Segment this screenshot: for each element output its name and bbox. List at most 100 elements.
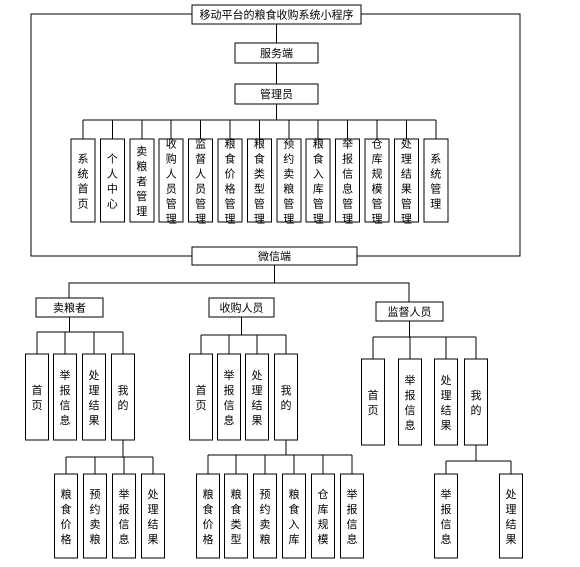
admin-module-6-label: 粮食价格管理 xyxy=(225,137,236,226)
admin-module-2-label: 个人中心 xyxy=(107,153,118,211)
mine-item-3-label: 举报信息 xyxy=(119,487,130,546)
admin-module-2-box xyxy=(99,138,125,223)
admin-module-8-label: 预约卖粮管理 xyxy=(283,138,294,226)
menu-item-4: 我的 xyxy=(274,353,298,441)
admin-label: 管理员 xyxy=(260,87,293,101)
admin-module-3-label: 卖粮者管理 xyxy=(136,145,147,218)
menu-item-2-box xyxy=(53,353,77,441)
menu-item-4: 我的 xyxy=(464,358,488,446)
mine-item-5: 仓库规模 xyxy=(311,473,335,559)
admin-module-9-box xyxy=(305,138,331,223)
admin-module-3: 卖粮者管理 xyxy=(129,138,155,223)
menu-item-4-label: 我的 xyxy=(281,384,292,412)
mine-item-2-label: 处理结果 xyxy=(506,488,517,546)
mine-item-4-box xyxy=(282,473,306,559)
wechat-bus xyxy=(68,282,410,302)
admin-module-6-box xyxy=(217,138,243,223)
admin-module-4-box xyxy=(158,138,184,223)
server-label: 服务端 xyxy=(260,47,293,60)
mine-item-2-box xyxy=(499,473,523,559)
role-name: 卖粮者 xyxy=(53,301,86,315)
role-name: 收购人员 xyxy=(220,301,264,315)
mine-item-1-box xyxy=(434,473,458,559)
mine-item-1-label: 举报信息 xyxy=(441,487,452,546)
mine-item-6-box xyxy=(340,473,364,559)
admin-module-1: 系统首页 xyxy=(70,138,96,223)
admin-module-8: 预约卖粮管理 xyxy=(276,138,302,226)
admin-module-4: 收购人员管理 xyxy=(158,137,184,226)
mine-item-6-label: 举报信息 xyxy=(347,487,358,546)
menu-item-2-label: 举报信息 xyxy=(405,373,416,432)
admin-module-5-box xyxy=(188,138,214,223)
menu-item-1: 首页 xyxy=(25,353,49,441)
menu-item-2: 举报信息 xyxy=(217,353,241,441)
menu-item-3-box xyxy=(82,353,106,441)
menu-item-1-label: 首页 xyxy=(368,388,379,417)
menu-item-3-label: 处理结果 xyxy=(89,369,100,427)
mine-item-1: 粮食价格 xyxy=(196,473,220,559)
menu-item-1: 首页 xyxy=(189,353,213,441)
mine-item-1: 粮食价格 xyxy=(54,473,78,559)
mine-item-1-label: 粮食价格 xyxy=(203,487,214,546)
mine-item-4-label: 粮食入库 xyxy=(289,487,300,546)
menu-item-4-label: 我的 xyxy=(118,384,129,412)
admin-module-11-label: 仓库规模管理 xyxy=(372,137,383,226)
menu-item-1-label: 首页 xyxy=(32,383,43,412)
admin-module-9-label: 粮食入库管理 xyxy=(313,137,324,226)
menu-item-2-box xyxy=(217,353,241,441)
admin-module-13: 系统管理 xyxy=(423,138,449,223)
mine-item-1-label: 粮食价格 xyxy=(61,487,72,546)
admin-module-2: 个人中心 xyxy=(99,138,125,223)
mine-item-3: 预约卖粮 xyxy=(253,473,277,559)
menu-item-3-label: 处理结果 xyxy=(252,369,263,427)
admin-module-4-label: 收购人员管理 xyxy=(166,137,177,226)
mine-item-2: 处理结果 xyxy=(499,473,523,559)
mine-item-4: 粮食入库 xyxy=(282,473,306,559)
admin-module-10-label: 举报信息管理 xyxy=(342,137,353,226)
menu-item-2: 举报信息 xyxy=(398,358,422,446)
frame-right-connector xyxy=(357,13,521,257)
mine-item-3: 举报信息 xyxy=(112,473,136,559)
admin-module-1-label: 系统首页 xyxy=(78,153,89,211)
mine-item-4-box xyxy=(141,473,165,559)
mine-item-4: 处理结果 xyxy=(141,473,165,559)
mine-item-2-box xyxy=(83,473,107,559)
mine-item-2: 粮食类型 xyxy=(224,473,248,559)
admin-module-7: 粮食类型管理 xyxy=(246,137,272,226)
mine-item-5-box xyxy=(311,473,335,559)
menu-item-2-label: 举报信息 xyxy=(224,368,235,427)
menu-item-2: 举报信息 xyxy=(53,353,77,441)
menu-item-3: 处理结果 xyxy=(82,353,106,441)
menu-item-1-box xyxy=(189,353,213,441)
mine-item-2-label: 粮食类型 xyxy=(231,487,242,546)
mine-item-1-box xyxy=(196,473,220,559)
admin-module-6: 粮食价格管理 xyxy=(217,137,243,226)
admin-module-9: 粮食入库管理 xyxy=(305,137,331,226)
mine-item-1: 举报信息 xyxy=(434,473,458,559)
role-name: 监督人员 xyxy=(388,305,432,319)
frame-left-connector xyxy=(30,13,192,257)
menu-item-3: 处理结果 xyxy=(245,353,269,441)
mine-item-3-box xyxy=(112,473,136,559)
admin-module-10-box xyxy=(335,138,361,223)
menu-item-4-box xyxy=(111,353,135,441)
role-trees: 卖粮者首页举报信息处理结果我的粮食价格预约卖粮举报信息处理结果收购人员首页举报信… xyxy=(25,297,523,559)
mine-item-1-box xyxy=(54,473,78,559)
mine-item-6: 举报信息 xyxy=(340,473,364,559)
mine-item-3-label: 预约卖粮 xyxy=(260,488,271,546)
mine-item-5-label: 仓库规模 xyxy=(318,487,329,546)
admin-module-13-box xyxy=(423,138,449,223)
admin-modules: 系统首页 个人中心 卖粮者管理 收购人员管理监督人员管理粮食价格管理粮食类型管理预约卖… xyxy=(70,120,449,226)
admin-module-3-box xyxy=(129,138,155,223)
admin-module-5: 监督人员管理 xyxy=(188,138,214,226)
admin-module-12-label: 处理结果管理 xyxy=(401,138,412,226)
admin-module-11-box xyxy=(364,138,390,223)
admin-module-12-box xyxy=(393,138,419,223)
menu-item-3-label: 处理结果 xyxy=(441,374,452,432)
menu-item-4-box xyxy=(464,358,488,446)
menu-item-2-label: 举报信息 xyxy=(60,368,71,427)
menu-item-3: 处理结果 xyxy=(434,358,458,446)
